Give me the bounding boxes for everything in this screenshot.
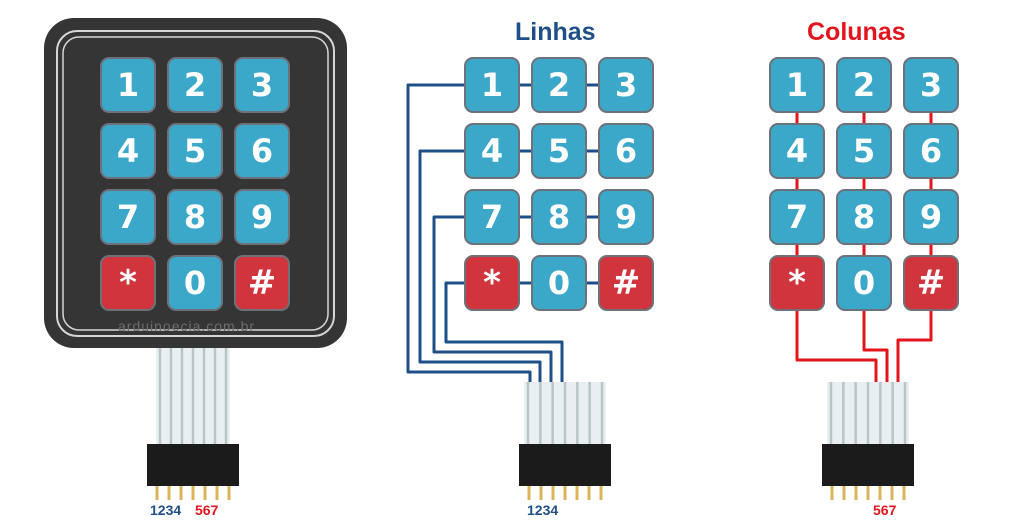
- rows-connector-pin: [563, 486, 567, 500]
- keypad-connector: [147, 444, 239, 500]
- rows-key-2: 2: [531, 57, 587, 113]
- keypad-connector-pin: [227, 486, 231, 500]
- rows-connector-pin: [575, 486, 579, 500]
- column-wire: [862, 311, 889, 382]
- rows-key-0: 0: [531, 255, 587, 311]
- keypad-inner-border-2: [62, 36, 329, 331]
- keypad-key-3: 3: [234, 57, 290, 113]
- ribbon-cables: [147, 348, 914, 500]
- rows-key-3: 3: [598, 57, 654, 113]
- columns-connector-pin: [902, 486, 906, 500]
- rows-connector-pin: [539, 486, 543, 500]
- rows-connector-pin: [587, 486, 591, 500]
- columns-key-0: 0: [836, 255, 892, 311]
- rows-key-4: 4: [464, 123, 520, 179]
- keypad-connector-pin: [215, 486, 219, 500]
- columns-connector-housing: [822, 444, 914, 486]
- columns-key-8: 8: [836, 189, 892, 245]
- keypad-key-7: 7: [100, 189, 156, 245]
- rows-key-7: 7: [464, 189, 520, 245]
- rows-connector-pin: [527, 486, 531, 500]
- keypad-key-6: 6: [234, 123, 290, 179]
- columns-connector-pin: [854, 486, 858, 500]
- keypad-inner-border: [56, 30, 335, 337]
- rows-connector-pin: [599, 486, 603, 500]
- keypad-key-5: 5: [167, 123, 223, 179]
- rows-key-9: 9: [598, 189, 654, 245]
- columns-key-6: 6: [903, 123, 959, 179]
- columns-connector-pin: [830, 486, 834, 500]
- columns-title: Colunas: [807, 18, 906, 46]
- keypad-connector-pin: [191, 486, 195, 500]
- keypad-connector-pin: [203, 486, 207, 500]
- rows-key-5: 5: [531, 123, 587, 179]
- keypad-key-1: 1: [100, 57, 156, 113]
- keypad-key-*: *: [100, 255, 156, 311]
- columns-key-2: 2: [836, 57, 892, 113]
- columns-key-5: 5: [836, 123, 892, 179]
- column-wire: [896, 311, 933, 382]
- keypad-key-4: 4: [100, 123, 156, 179]
- row-wire: [444, 281, 564, 382]
- columns-connector-pin: [842, 486, 846, 500]
- rows-connector-pin: [551, 486, 555, 500]
- keypad-connector-pin: [179, 486, 183, 500]
- columns-connector-pin: [866, 486, 870, 500]
- columns-connector-pin: [890, 486, 894, 500]
- rows-title: Linhas: [515, 18, 596, 46]
- columns-key-*: *: [769, 255, 825, 311]
- columns-key-1: 1: [769, 57, 825, 113]
- watermark: arduinoecia.com.br: [118, 318, 256, 334]
- columns-connector-pin: [878, 486, 882, 500]
- rows-key-6: 6: [598, 123, 654, 179]
- row-wire: [432, 215, 553, 382]
- row-wires: [406, 83, 598, 382]
- rows-key-1: 1: [464, 57, 520, 113]
- columns-key-3: 3: [903, 57, 959, 113]
- columns-key-7: 7: [769, 189, 825, 245]
- keypad-key-#: #: [234, 255, 290, 311]
- keypad-connector-pin: [155, 486, 159, 500]
- keypad-pins-columns-label: 567: [195, 502, 219, 518]
- keypad-key-8: 8: [167, 189, 223, 245]
- keypad-connector-housing: [147, 444, 239, 486]
- columns-pins-label: 567: [873, 502, 897, 518]
- column-wire: [795, 311, 878, 382]
- columns-key-#: #: [903, 255, 959, 311]
- keypad-key-9: 9: [234, 189, 290, 245]
- column-wires: [795, 113, 933, 382]
- rows-key-#: #: [598, 255, 654, 311]
- columns-connector: [822, 444, 914, 500]
- rows-connector: [519, 444, 611, 500]
- keypad-ribbon: [156, 348, 230, 444]
- rows-pins-label: 1234: [527, 502, 559, 518]
- columns-key-4: 4: [769, 123, 825, 179]
- keypad-key-2: 2: [167, 57, 223, 113]
- row-wire: [406, 83, 532, 382]
- rows-key-*: *: [464, 255, 520, 311]
- row-wire: [418, 149, 542, 382]
- rows-ribbon: [524, 382, 606, 444]
- rows-key-8: 8: [531, 189, 587, 245]
- rows-connector-housing: [519, 444, 611, 486]
- keypad-connector-pin: [167, 486, 171, 500]
- columns-ribbon: [827, 382, 909, 444]
- keypad-pins-rows-label: 1234: [150, 502, 182, 518]
- columns-key-9: 9: [903, 189, 959, 245]
- keypad-key-0: 0: [167, 255, 223, 311]
